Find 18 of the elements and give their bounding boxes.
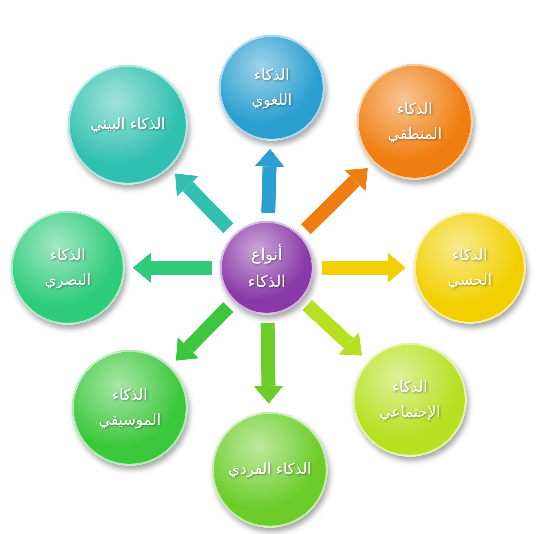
circle-label: الذكاء البصري — [44, 244, 92, 291]
circle-label: الذكاء الإجتماعي — [378, 376, 442, 423]
arrow — [175, 174, 234, 234]
arrow — [254, 148, 285, 214]
circle-label: الذكاء الفردي — [227, 459, 313, 480]
arrow — [322, 253, 406, 283]
arrow — [302, 300, 362, 356]
center-circle — [220, 221, 314, 315]
circle-label: الذكاء اللغوي — [250, 64, 294, 111]
circle-label: أنواع الذكاء — [247, 243, 287, 293]
circle-label: الذكاء الحسي — [446, 244, 494, 291]
circle-label: الذكاء البيئي — [90, 114, 166, 136]
arrow — [133, 253, 212, 283]
arrow — [254, 322, 284, 404]
circle-label: الذكاء المنطقي — [386, 98, 444, 145]
arrow — [301, 168, 368, 234]
circle-label: الذكاء الموسيقي — [98, 384, 162, 431]
arrow — [176, 302, 234, 361]
